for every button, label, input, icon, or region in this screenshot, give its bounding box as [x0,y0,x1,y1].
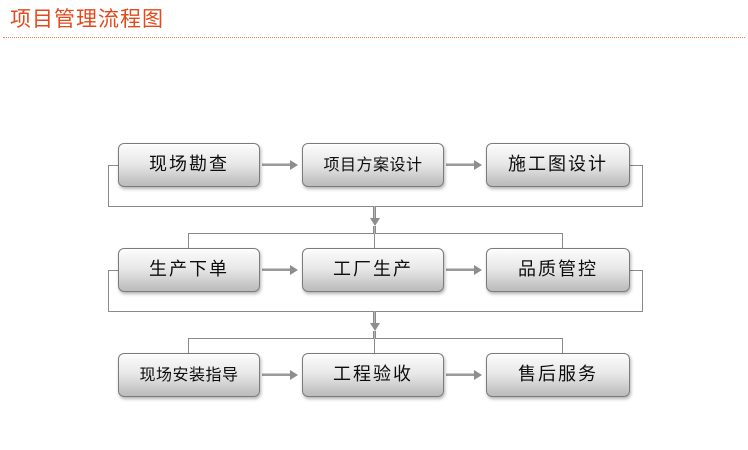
feedback-stub-row1-right [630,165,643,166]
page-header: 项目管理流程图 [0,0,748,42]
arrow-head-n5-to-n6 [474,265,482,275]
flow-node-label: 售后服务 [518,364,598,385]
arrow-n5-to-n6 [446,268,476,271]
arrow-n7-to-n8 [262,373,292,376]
connector-row1-to-row2 [373,206,376,222]
arrow-head-n4-to-n5 [290,265,298,275]
arrow-head-n2-to-n3 [474,160,482,170]
flow-node-pinzhiguankong[interactable]: 品质管控 [486,248,630,292]
connector-row2-to-row3-tail [373,331,376,339]
feedback-stub-row2-left [108,270,119,271]
flow-node-label: 工程验收 [333,364,413,385]
distribution-drop-row3-left [188,338,189,354]
flow-node-label: 工厂生产 [333,259,413,280]
arrow-n1-to-n2 [262,163,292,166]
flow-node-label: 现场安装指导 [139,365,239,384]
arrow-head-n1-to-n2 [290,160,298,170]
flow-node-gongchengyanshou[interactable]: 工程验收 [302,353,444,397]
feedback-up-row1-left [108,165,109,207]
flow-node-shengchanxiadan[interactable]: 生产下单 [118,248,260,292]
flow-node-label: 现场勘查 [149,154,229,175]
flow-node-xianchanganzhuangzhidao[interactable]: 现场安装指导 [118,353,260,397]
flow-node-label: 项目方案设计 [323,155,423,174]
distribution-drop-row2-left [188,233,189,249]
feedback-down-row1-right [642,165,643,206]
connector-row1-to-row2-tail [373,226,376,234]
feedback-stub-row2-right [630,270,643,271]
feedback-stub-row1-left [108,165,119,166]
arrow-head-n8-to-n9 [474,370,482,380]
flow-node-label: 生产下单 [149,259,229,280]
arrow-head-row1-to-row2 [370,218,380,226]
flow-node-shouhoufuwu[interactable]: 售后服务 [486,353,630,397]
arrow-n8-to-n9 [446,373,476,376]
feedback-down-row2-right [642,270,643,311]
arrow-n4-to-n5 [262,268,292,271]
flow-node-label: 施工图设计 [508,154,608,175]
flow-node-label: 品质管控 [518,259,598,280]
feedback-up-row2-left [108,270,109,312]
distribution-drop-row3-right [562,338,563,354]
page-title: 项目管理流程图 [10,7,164,31]
flow-node-xiangmufanganSheji[interactable]: 项目方案设计 [302,143,444,187]
arrow-n2-to-n3 [446,163,476,166]
distribution-drop-row3-center [374,338,375,354]
flow-node-gongchangshengchan[interactable]: 工厂生产 [302,248,444,292]
flow-node-shigongtusheji[interactable]: 施工图设计 [486,143,630,187]
flow-node-xianchangkancha[interactable]: 现场勘查 [118,143,260,187]
distribution-drop-row2-center [374,233,375,249]
flowchart-canvas: 现场勘查 项目方案设计 施工图设计 生产下单 工厂生产 品质管控 [0,42,748,450]
arrow-head-n7-to-n8 [290,370,298,380]
arrow-head-row2-to-row3 [370,323,380,331]
distribution-drop-row2-right [562,233,563,249]
connector-row2-to-row3 [373,311,376,327]
title-divider [3,37,745,38]
